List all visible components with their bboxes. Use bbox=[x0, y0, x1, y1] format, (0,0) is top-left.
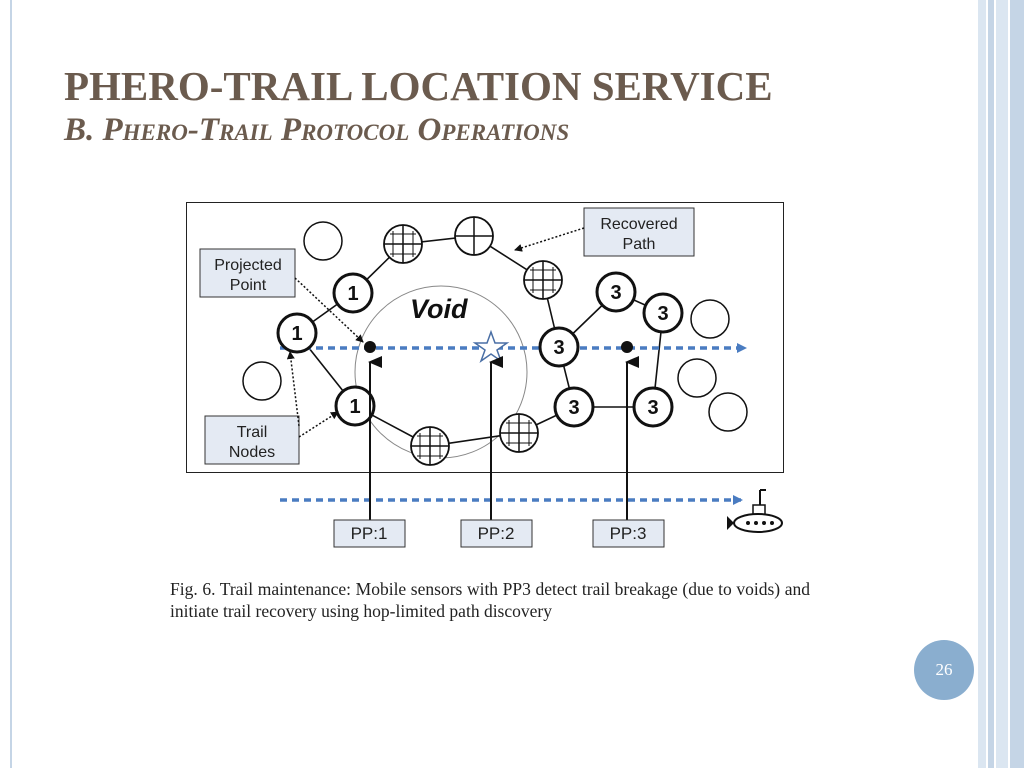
slide-subtitle: B. Phero-Trail Protocol Operations bbox=[64, 112, 570, 148]
broken-trail-node bbox=[383, 224, 423, 264]
trail-node: 1 bbox=[332, 272, 374, 314]
recovered-node: 3 bbox=[595, 271, 637, 313]
left-border-rule bbox=[10, 0, 12, 768]
svg-text:Point: Point bbox=[230, 277, 267, 294]
sensor-node bbox=[242, 361, 282, 401]
projected-point-marker bbox=[364, 341, 376, 353]
pp-label-box: PP:1 bbox=[333, 519, 406, 548]
right-border-band bbox=[996, 0, 1008, 768]
recovered-node: 3 bbox=[632, 386, 674, 428]
sensor-node bbox=[303, 221, 343, 261]
callout-trail-nodes: Trail Nodes bbox=[204, 415, 300, 465]
svg-text:Nodes: Nodes bbox=[229, 444, 275, 461]
trail-node: 1 bbox=[334, 385, 376, 427]
svg-text:Trail: Trail bbox=[237, 424, 268, 441]
broken-trail-node bbox=[523, 260, 563, 300]
callout-leader bbox=[294, 277, 364, 343]
right-border-band bbox=[988, 0, 994, 768]
svg-text:3: 3 bbox=[610, 282, 621, 304]
pp-label-box: PP:2 bbox=[460, 519, 533, 548]
svg-text:1: 1 bbox=[291, 323, 302, 345]
recovered-node: 3 bbox=[642, 292, 684, 334]
svg-text:Recovered: Recovered bbox=[600, 216, 677, 233]
callout-leader bbox=[514, 227, 585, 252]
right-border-band bbox=[978, 0, 986, 768]
svg-text:3: 3 bbox=[553, 337, 564, 359]
broken-trail-node bbox=[410, 426, 450, 466]
right-border-band bbox=[1010, 0, 1024, 768]
void-label: Void bbox=[410, 294, 468, 324]
submarine-icon bbox=[727, 489, 783, 533]
svg-text:PP:3: PP:3 bbox=[610, 524, 647, 543]
slide-title: PHERO-TRAIL LOCATION SERVICE bbox=[64, 63, 773, 109]
broken-trail-node bbox=[499, 413, 539, 453]
svg-text:3: 3 bbox=[647, 397, 658, 419]
svg-text:PP:1: PP:1 bbox=[351, 524, 388, 543]
callout-recovered-path: Recovered Path bbox=[583, 207, 695, 257]
svg-text:PP:2: PP:2 bbox=[478, 524, 515, 543]
star-icon bbox=[472, 329, 510, 363]
svg-text:3: 3 bbox=[568, 397, 579, 419]
sensor-node bbox=[690, 299, 730, 339]
svg-text:1: 1 bbox=[347, 283, 358, 305]
broken-trail-node bbox=[454, 216, 494, 256]
projected-point-marker bbox=[621, 341, 633, 353]
recovered-node: 3 bbox=[538, 326, 580, 368]
pp-label-box: PP:3 bbox=[592, 519, 665, 548]
callout-leader bbox=[298, 411, 339, 438]
page-number-badge: 26 bbox=[914, 640, 974, 700]
svg-text:3: 3 bbox=[657, 303, 668, 325]
svg-text:Projected: Projected bbox=[214, 257, 282, 274]
figure-caption: Fig. 6. Trail maintenance: Mobile sensor… bbox=[170, 579, 810, 621]
callout-leader bbox=[286, 351, 300, 427]
recovered-node: 3 bbox=[553, 386, 595, 428]
svg-text:1: 1 bbox=[349, 396, 360, 418]
diagram-frame bbox=[186, 202, 784, 473]
sensor-node bbox=[677, 358, 717, 398]
trail-node: 1 bbox=[276, 312, 318, 354]
callout-projected-point: Projected Point bbox=[199, 248, 296, 298]
sensor-node bbox=[708, 392, 748, 432]
svg-text:Path: Path bbox=[623, 236, 656, 253]
